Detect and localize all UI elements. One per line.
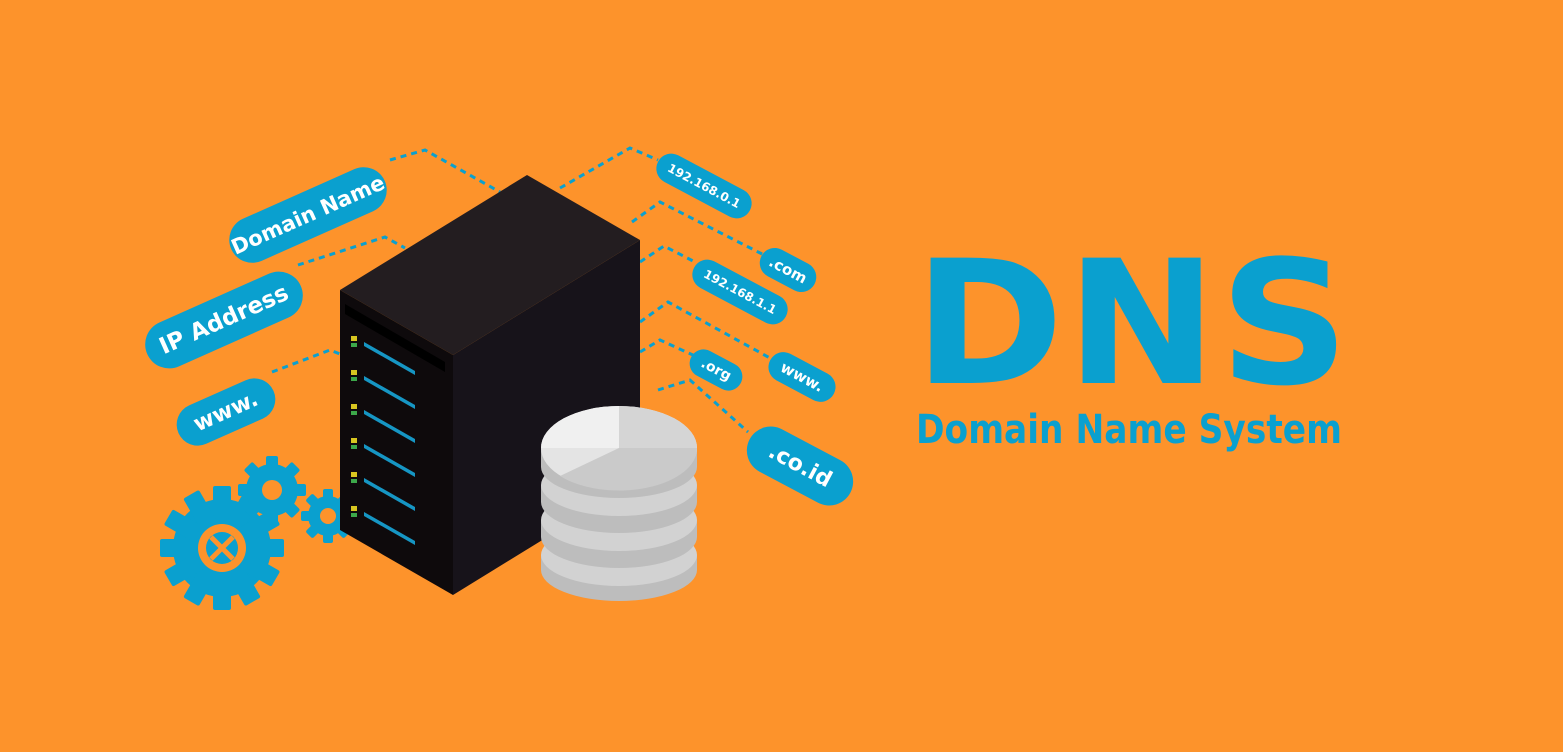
gear-icon — [301, 489, 355, 543]
tag-org: .org — [689, 349, 743, 391]
tag-ip-address: IP Address — [145, 271, 303, 369]
connector-lines — [271, 146, 771, 434]
tag-www-left: www. — [176, 378, 276, 446]
tag-co-id: .co.id — [746, 426, 854, 506]
tag-www-right: www. — [768, 352, 836, 402]
tag-ip-192-168-0-1: 192.168.0.1 — [656, 153, 752, 219]
dns-subtitle: Domain Name System — [916, 407, 1342, 453]
gear-icon — [160, 486, 284, 610]
tag-domain-name: Domain Name — [228, 167, 388, 263]
database-icon — [541, 406, 698, 601]
server-icon — [340, 175, 640, 595]
gear-icon — [238, 456, 306, 524]
dns-title: DNS — [914, 223, 1352, 424]
